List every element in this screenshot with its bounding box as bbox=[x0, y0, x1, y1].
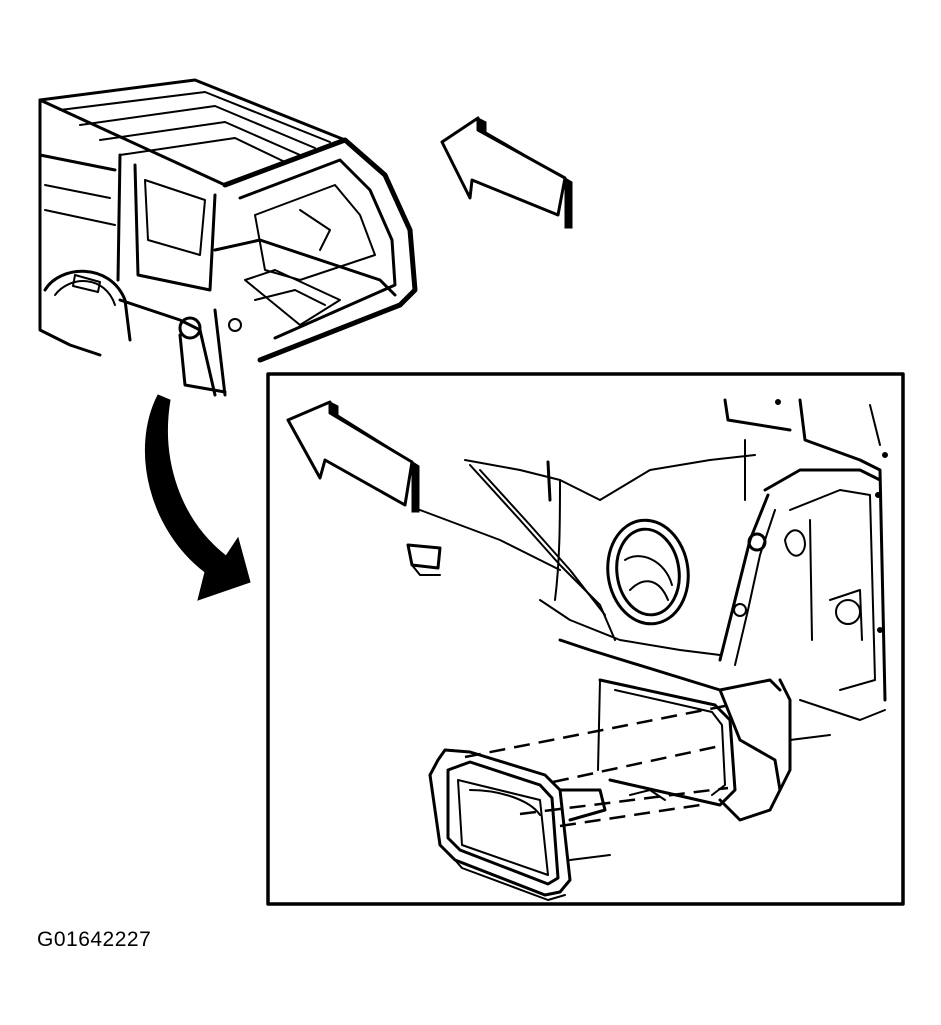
detail-inset-frame bbox=[266, 372, 905, 906]
curved-callout-arrow-icon bbox=[145, 394, 251, 601]
alignment-guide-lines bbox=[464, 703, 731, 828]
view-direction-arrow-detail bbox=[286, 400, 420, 513]
mounting-pocket bbox=[558, 638, 782, 807]
figure-code-label: G01642227 bbox=[37, 928, 152, 951]
view-direction-arrow-overview bbox=[440, 116, 573, 229]
detail-inset bbox=[266, 372, 905, 906]
fuel-filler-opening bbox=[606, 518, 690, 626]
vehicle-body-overview bbox=[38, 78, 418, 397]
pocket-insert-part bbox=[428, 748, 611, 901]
